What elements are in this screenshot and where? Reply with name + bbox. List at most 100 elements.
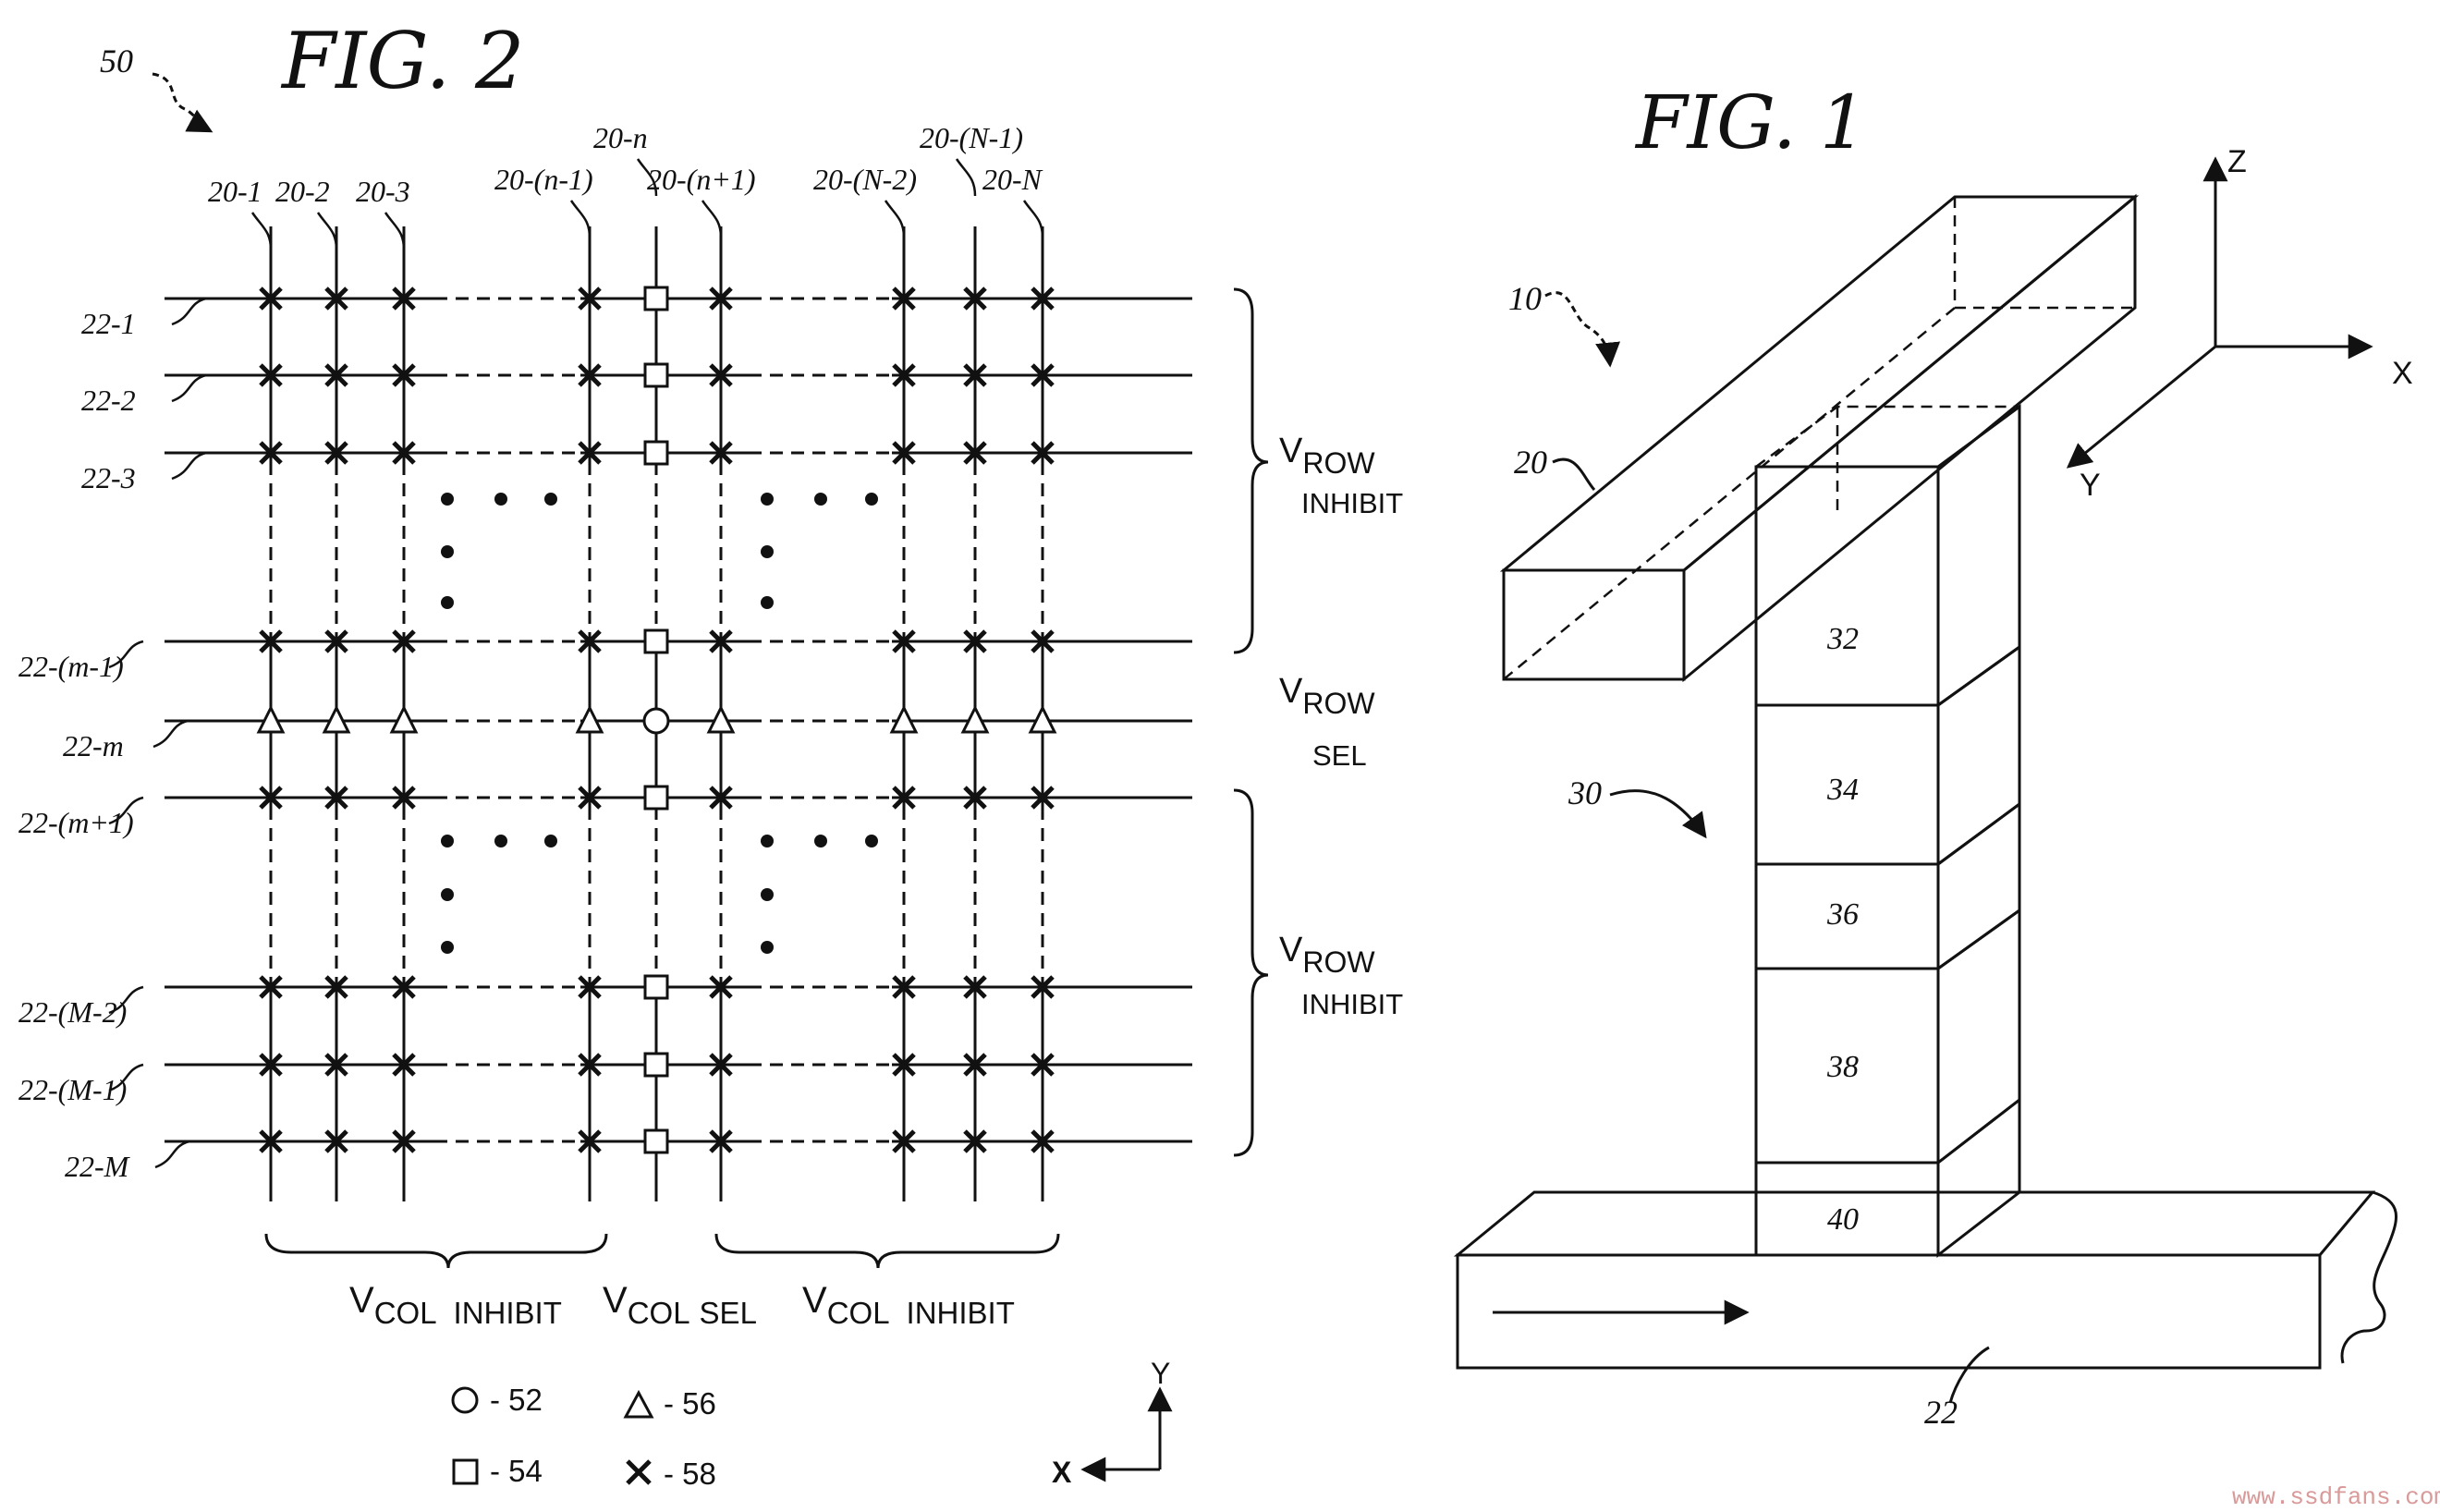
unselected-cross-icon bbox=[1031, 1129, 1055, 1153]
row-leader bbox=[171, 451, 207, 481]
unselected-cross-icon bbox=[963, 1129, 987, 1153]
svg-text:VROW: VROW bbox=[1279, 931, 1375, 979]
legend-circle-icon bbox=[451, 1386, 479, 1414]
row-brace-top bbox=[1233, 287, 1269, 654]
column-leader bbox=[569, 200, 592, 238]
column-leader bbox=[955, 158, 977, 197]
row-group-label-bottom: VROW INHIBIT bbox=[1279, 931, 1403, 1020]
col-mid-text: SEL bbox=[700, 1296, 757, 1330]
fig2-axes: Y X bbox=[1052, 1357, 1173, 1489]
legend-square-icon bbox=[452, 1458, 479, 1485]
column-leader bbox=[384, 212, 406, 250]
column-leader bbox=[884, 200, 906, 238]
half-selected-triangle-icon bbox=[1028, 704, 1057, 734]
fig1-memory-cell: FIG. 1 Z X Y bbox=[1453, 79, 2413, 1431]
row-label: 22-1 bbox=[81, 307, 136, 340]
col-brace-right bbox=[714, 1233, 1060, 1269]
ellipsis-dot bbox=[865, 835, 878, 847]
row-labels: 22-122-222-322-(m-1)22-m22-(m+1)22-(M-2)… bbox=[18, 297, 207, 1183]
ellipsis-dot bbox=[761, 545, 774, 558]
half-selected-square-icon bbox=[643, 362, 669, 388]
x-axis-label: X bbox=[2392, 356, 2413, 391]
unselected-cross-icon bbox=[963, 629, 987, 653]
watermark: www.ssdfans.com bbox=[2232, 1483, 2440, 1511]
row-mid-v: V bbox=[1279, 672, 1303, 711]
unselected-cross-icon bbox=[578, 629, 602, 653]
col-mid-sub: COL bbox=[628, 1296, 690, 1330]
unselected-cross-icon bbox=[709, 363, 733, 387]
legend-square-label: - 54 bbox=[490, 1454, 543, 1488]
col-right-text: INHIBIT bbox=[907, 1296, 1015, 1330]
row-bot-v: V bbox=[1279, 931, 1303, 969]
row-mid-sub: ROW bbox=[1302, 687, 1375, 720]
half-selected-triangle-icon bbox=[575, 704, 604, 734]
unselected-cross-icon bbox=[324, 441, 348, 465]
unselected-cross-icon bbox=[892, 1053, 916, 1077]
column-leader bbox=[250, 212, 273, 250]
unselected-cross-icon bbox=[709, 786, 733, 810]
row-group-label-mid: VROW SEL bbox=[1279, 672, 1375, 772]
unselected-cross-icon bbox=[392, 786, 416, 810]
row-leader bbox=[152, 719, 189, 749]
pillar-stack-30 bbox=[1754, 404, 2021, 1259]
col-left-text: INHIBIT bbox=[454, 1296, 562, 1330]
ellipsis-dot bbox=[544, 493, 557, 506]
unselected-cross-icon bbox=[709, 287, 733, 311]
legend-circle-label: - 52 bbox=[490, 1383, 543, 1417]
layer-32-front bbox=[1754, 465, 1940, 707]
row-leader bbox=[171, 297, 207, 326]
unselected-cross-icon bbox=[963, 363, 987, 387]
ellipsis-dot bbox=[494, 835, 507, 847]
unselected-cross-icon bbox=[1031, 363, 1055, 387]
row-label: 22-M bbox=[65, 1150, 131, 1183]
row-leader bbox=[108, 1063, 144, 1092]
layer-label-36: 36 bbox=[1826, 897, 1859, 932]
col-brace-left bbox=[264, 1233, 608, 1269]
column-label: 20-n bbox=[593, 121, 648, 154]
row-label: 22-2 bbox=[81, 384, 136, 417]
column-label: 20-(N-2) bbox=[813, 163, 917, 196]
col-left-sub: COL bbox=[374, 1296, 437, 1330]
unselected-cross-icon bbox=[892, 629, 916, 653]
unselected-cross-icon bbox=[709, 441, 733, 465]
legend-cross-icon bbox=[626, 1459, 652, 1485]
ellipsis-dots bbox=[441, 493, 878, 954]
fig2-title: FIG. 2 bbox=[280, 16, 524, 106]
z-axis-label: Z bbox=[2227, 144, 2247, 179]
unselected-cross-icon bbox=[963, 287, 987, 311]
ellipsis-dot bbox=[441, 493, 454, 506]
unselected-cross-icon bbox=[892, 287, 916, 311]
row-leader bbox=[171, 373, 207, 403]
col-right-sub: COL bbox=[827, 1296, 890, 1330]
unselected-cross-icon bbox=[259, 287, 283, 311]
row-leader bbox=[108, 796, 144, 825]
unselected-cross-icon bbox=[578, 363, 602, 387]
row-bot-sub: ROW bbox=[1302, 945, 1375, 979]
bottom-conductor-22 bbox=[1453, 1190, 2397, 1370]
legend-triangle-icon bbox=[623, 1389, 654, 1419]
unselected-cross-icon bbox=[259, 1053, 283, 1077]
row-bot-text: INHIBIT bbox=[1301, 988, 1403, 1020]
svg-text:VROW: VROW bbox=[1279, 672, 1375, 720]
unselected-cross-icon bbox=[709, 1053, 733, 1077]
half-selected-triangle-icon bbox=[889, 704, 919, 734]
half-selected-triangle-icon bbox=[960, 704, 990, 734]
ref-22-leader bbox=[1948, 1346, 1990, 1404]
unselected-cross-icon bbox=[259, 975, 283, 999]
half-selected-triangle-icon bbox=[256, 704, 286, 734]
half-selected-square-icon bbox=[643, 440, 669, 466]
ellipsis-dot bbox=[761, 835, 774, 847]
unselected-cross-icon bbox=[892, 975, 916, 999]
column-label: 20-1 bbox=[208, 175, 262, 208]
unselected-cross-icon bbox=[324, 1053, 348, 1077]
ellipsis-dot bbox=[441, 941, 454, 954]
unselected-cross-icon bbox=[963, 786, 987, 810]
row-label: 22-(m-1) bbox=[18, 650, 124, 683]
unselected-cross-icon bbox=[892, 1129, 916, 1153]
ref-label-10: 10 bbox=[1508, 280, 1542, 317]
fig2-y-axis-label: Y bbox=[1151, 1357, 1170, 1390]
